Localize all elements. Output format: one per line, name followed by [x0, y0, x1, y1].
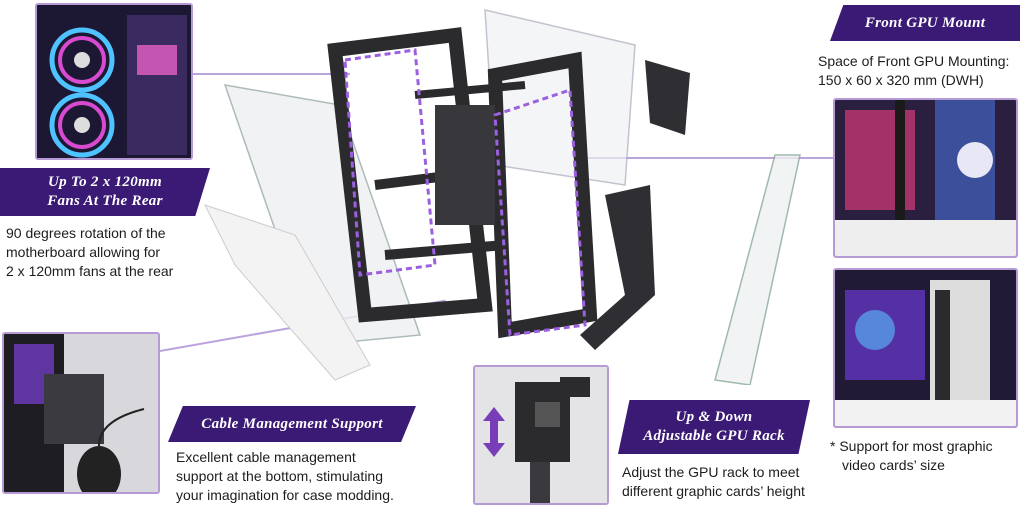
cable-management-thumbnail	[2, 332, 160, 494]
gpu-rack-thumbnail	[473, 365, 609, 505]
fan-bottom-icon	[49, 92, 115, 158]
front-gpu-banner: Front GPU Mount	[830, 5, 1020, 41]
exploded-case-illustration	[204, 9, 801, 385]
gpu-rack-banner: Up & Down Adjustable GPU Rack	[618, 400, 810, 454]
rear-fans-thumbnail	[35, 3, 193, 160]
front-gpu-highlight	[493, 87, 587, 337]
up-down-arrow-icon	[483, 407, 505, 457]
front-gpu-thumbnail-2	[833, 268, 1018, 428]
connector-line-rear	[190, 73, 350, 75]
rear-fans-banner: Up To 2 x 120mm Fans At The Rear	[0, 168, 210, 216]
mouse-icon	[77, 446, 121, 492]
front-gpu-description: Space of Front GPU Mounting: 150 x 60 x …	[818, 53, 1010, 88]
front-gpu-thumbnail-1	[833, 98, 1018, 258]
rear-bracket	[645, 60, 690, 135]
cable-management-description: Excellent cable management support at th…	[176, 449, 394, 503]
main-frame-rear	[327, 27, 493, 323]
rear-fans-description: 90 degrees rotation of the motherboard a…	[6, 225, 174, 279]
gpu-rack	[580, 185, 655, 350]
motherboard-highlight	[343, 48, 437, 277]
fan-top-icon	[49, 27, 115, 93]
gpu-rack-description: Adjust the GPU rack to meet different gr…	[622, 464, 805, 499]
white-base-shroud	[204, 204, 371, 381]
connector-line-front-gpu	[580, 157, 835, 159]
right-glass-panel	[714, 154, 801, 385]
support-note: * Support for most graphic video cards’ …	[830, 438, 993, 473]
back-glass-panel	[484, 9, 636, 186]
cable-management-banner: Cable Management Support	[168, 406, 416, 442]
